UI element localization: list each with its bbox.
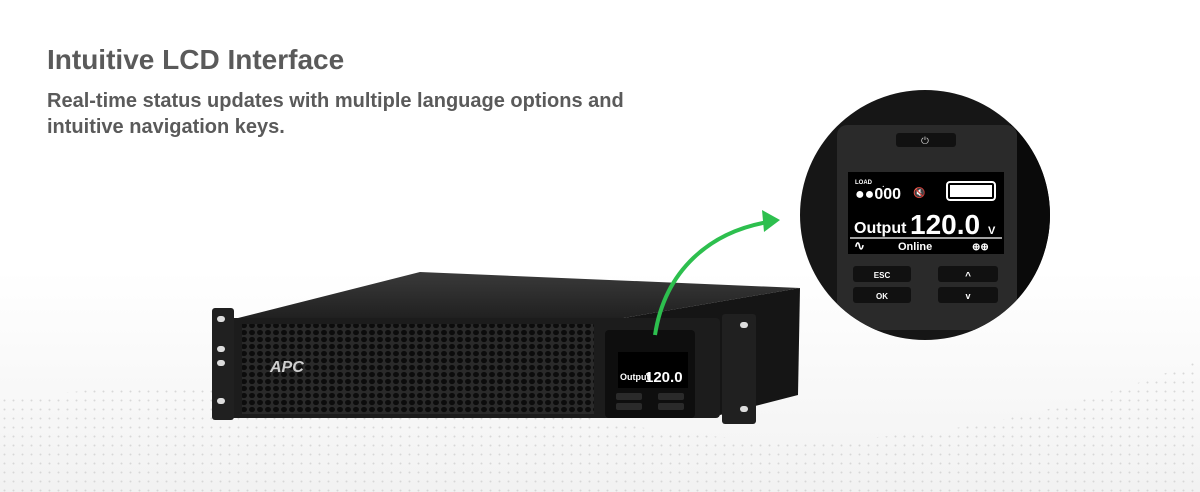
front-grille xyxy=(242,324,594,414)
output-label: Output xyxy=(854,220,907,237)
status-text: Online xyxy=(898,241,932,253)
outlet-icon: ⊕⊕ xyxy=(972,242,989,253)
up-key[interactable] xyxy=(938,266,998,282)
svg-text:OK: OK xyxy=(876,292,888,301)
load-bars-icon: ●●0ׄ00 xyxy=(855,185,901,203)
ups-device: APC Output 120.0 xyxy=(212,272,800,424)
svg-text:^: ^ xyxy=(965,271,971,282)
svg-text:v: v xyxy=(965,291,970,301)
svg-text:Output: Output xyxy=(620,372,650,382)
svg-text:ESC: ESC xyxy=(874,271,891,280)
esc-key[interactable] xyxy=(853,266,911,282)
output-value: 120.0 xyxy=(910,209,980,240)
lcd-zoom-callout: ⏻ LOAD ●●0ׄ00 🔇 Output 120.0 V ∿ Online … xyxy=(800,90,1050,340)
svg-text:120.0: 120.0 xyxy=(645,369,683,386)
ok-key[interactable] xyxy=(853,287,911,303)
power-button[interactable] xyxy=(896,133,956,147)
power-icon: ⏻ xyxy=(921,136,929,147)
battery-icon xyxy=(946,181,996,201)
output-unit: V xyxy=(988,225,996,237)
sine-wave-icon: ∿ xyxy=(854,238,865,253)
down-key[interactable] xyxy=(938,287,998,303)
page-title: Intuitive LCD Interface xyxy=(47,44,345,75)
page-subtitle: Real-time status updates with multiple l… xyxy=(47,90,624,138)
load-label: LOAD xyxy=(855,180,873,186)
apc-logo: APC xyxy=(269,359,304,376)
arrow-head-icon xyxy=(762,210,780,232)
right-rack-ear xyxy=(722,314,756,424)
callout-arrow xyxy=(653,220,769,336)
mute-icon: 🔇 xyxy=(913,186,925,199)
